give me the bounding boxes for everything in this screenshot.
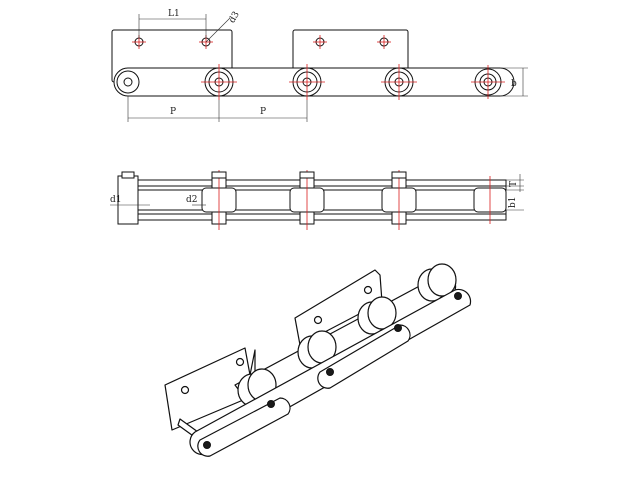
roller bbox=[471, 65, 505, 99]
front-link-plate bbox=[197, 397, 291, 457]
dimension-t: T bbox=[506, 174, 524, 192]
label-d2: d2 bbox=[186, 195, 198, 205]
plate-hole-iso bbox=[235, 357, 245, 367]
dimension-b: b bbox=[500, 67, 528, 97]
pin-head-iso bbox=[326, 368, 334, 376]
attachment-plate-iso bbox=[294, 269, 383, 346]
label-p-left: P bbox=[170, 107, 176, 117]
pin-roller bbox=[473, 176, 507, 224]
label-d3: d3 bbox=[227, 10, 242, 25]
label-l1: L1 bbox=[168, 9, 180, 19]
pin-head-iso bbox=[267, 400, 275, 408]
plate-hole bbox=[377, 35, 391, 49]
plate-hole-iso bbox=[180, 385, 190, 395]
pin-head-iso bbox=[203, 441, 211, 449]
label-p-right: P bbox=[260, 107, 266, 117]
roller-iso bbox=[417, 263, 457, 302]
pin-cap bbox=[211, 171, 227, 179]
middle-view: d1 d2 T b1 bbox=[110, 170, 524, 230]
pin-roller bbox=[201, 170, 237, 230]
roller-iso bbox=[357, 296, 397, 335]
pin-cap bbox=[299, 171, 315, 179]
plate-hole-iso bbox=[313, 315, 323, 325]
pin-head-iso bbox=[454, 292, 462, 300]
front-link-plate bbox=[317, 324, 411, 389]
dimension-d2: d2 bbox=[186, 195, 206, 206]
plate-hole bbox=[313, 35, 327, 49]
pin-roller bbox=[381, 170, 417, 230]
isometric-view bbox=[164, 263, 472, 457]
attachment-plate-iso bbox=[164, 347, 256, 431]
pin-roller bbox=[289, 170, 325, 230]
roller bbox=[201, 64, 237, 100]
dimension-l1: L1 bbox=[138, 9, 207, 38]
label-b1: b1 bbox=[508, 197, 518, 209]
label-t: T bbox=[509, 181, 519, 187]
dimension-b1: b1 bbox=[506, 189, 524, 211]
roller bbox=[289, 64, 325, 100]
label-b: b bbox=[511, 79, 517, 89]
roller-iso bbox=[297, 330, 337, 369]
label-d1: d1 bbox=[110, 195, 122, 205]
plate-hole-iso bbox=[363, 285, 373, 295]
roller bbox=[116, 70, 140, 94]
top-view: L1 d3 P P b bbox=[111, 9, 528, 122]
pin-cap bbox=[391, 171, 407, 179]
roller bbox=[381, 64, 417, 100]
pin-head-iso bbox=[394, 324, 402, 332]
pin-cap bbox=[121, 171, 135, 179]
dimension-d1: d1 bbox=[110, 195, 150, 206]
dimension-pitch: P P bbox=[127, 96, 308, 122]
